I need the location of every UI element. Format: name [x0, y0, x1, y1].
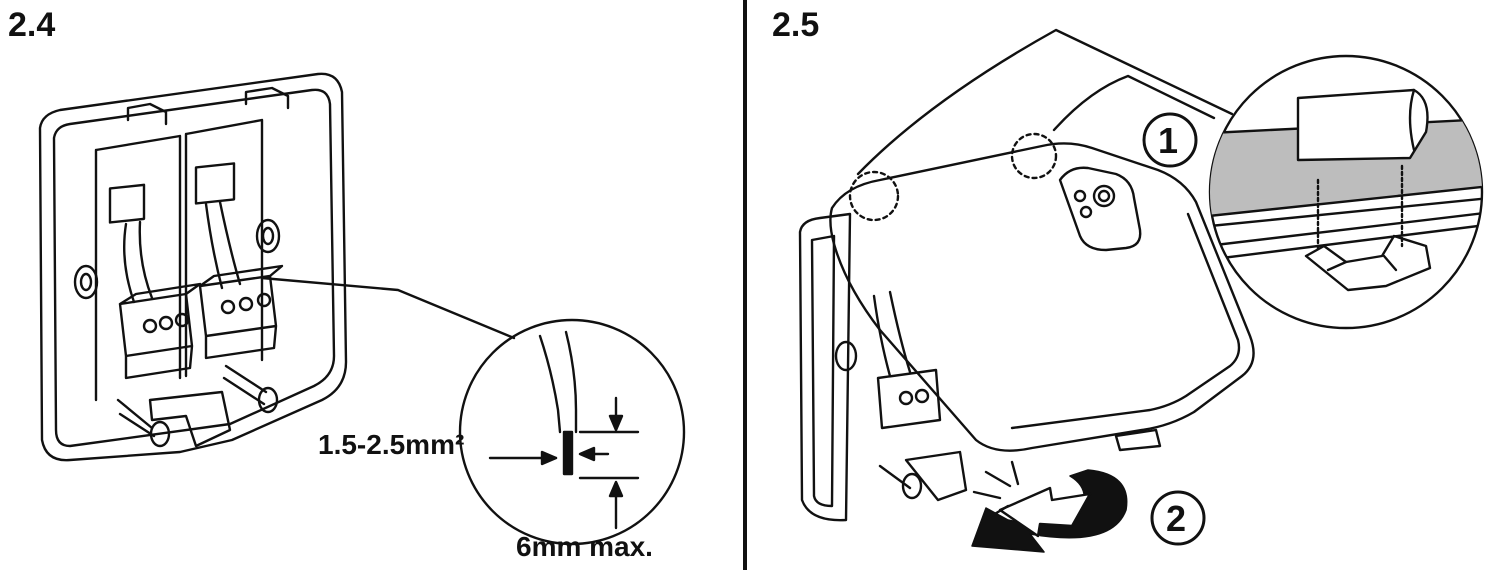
hook-tab — [1296, 88, 1429, 162]
step-number: 2.4 — [8, 6, 56, 44]
cover-bottom-tab — [1114, 428, 1162, 452]
cover — [829, 142, 1255, 452]
bottom-connector — [148, 390, 232, 448]
top-tab-right — [244, 86, 290, 110]
terminal-block-right — [198, 264, 284, 360]
right-channel — [184, 118, 264, 378]
grey-rail — [1210, 118, 1482, 218]
push-arrow — [998, 486, 1092, 538]
hook-indicator-left — [848, 170, 900, 222]
strip-dim-bottom — [578, 476, 640, 530]
screw-hole-left — [73, 264, 99, 300]
wall-plate-wiring-illustration: 1.5-2.5mm² 6mm max. — [38, 72, 686, 562]
wire-gauge-label: 1.5-2.5mm² — [318, 429, 464, 460]
strip-length-label: 6mm max. — [516, 531, 653, 562]
cover-inner-edge — [1010, 212, 1241, 430]
leader-line-outer — [856, 28, 1234, 176]
callout-1-circle — [1142, 112, 1198, 168]
cable-opening-right — [194, 162, 236, 205]
guide-lines — [1316, 164, 1404, 252]
cable-opening-left — [108, 183, 146, 224]
back-plate-outline — [38, 72, 348, 462]
pin-left — [116, 398, 156, 438]
step-number: 2.5 — [772, 6, 820, 44]
wire-right — [204, 200, 242, 290]
callout-2-label: 2 — [1166, 498, 1186, 539]
wire-detail — [538, 330, 578, 434]
terminal-block — [876, 368, 942, 430]
wire-conductor — [562, 430, 574, 476]
detail-magnifier — [458, 318, 686, 546]
terminal-block-left — [118, 282, 202, 380]
pin — [878, 464, 912, 490]
screw-hole — [834, 340, 858, 372]
callout-2-circle — [1150, 490, 1206, 546]
sensor-lens-small — [1073, 189, 1087, 203]
leader-line — [260, 276, 516, 340]
back-plate-inner-edge — [52, 88, 336, 448]
left-channel — [94, 134, 182, 402]
top-tab-left — [126, 102, 168, 126]
back-plate-outline — [798, 212, 852, 522]
wire-left — [123, 220, 154, 304]
callout-1-label: 1 — [1158, 120, 1178, 161]
screw-hole-right — [255, 218, 281, 254]
wire — [872, 290, 912, 378]
leader-line-inner — [1052, 74, 1216, 132]
cover-fitting-illustration: 1 2 — [798, 28, 1484, 553]
step-2-5-panel: 2.5 — [750, 0, 1492, 570]
sensor-lens-large — [1092, 184, 1116, 208]
hook-indicator-right — [1010, 132, 1058, 180]
strip-dim-top — [578, 396, 640, 434]
latch — [1304, 234, 1432, 292]
pin-right — [222, 364, 268, 406]
bottom-connector — [904, 450, 968, 502]
step-2-4-panel: 2.4 — [0, 0, 744, 570]
sensor-window — [1058, 166, 1142, 252]
panel-divider — [743, 0, 747, 570]
impact-lines — [972, 460, 1020, 520]
